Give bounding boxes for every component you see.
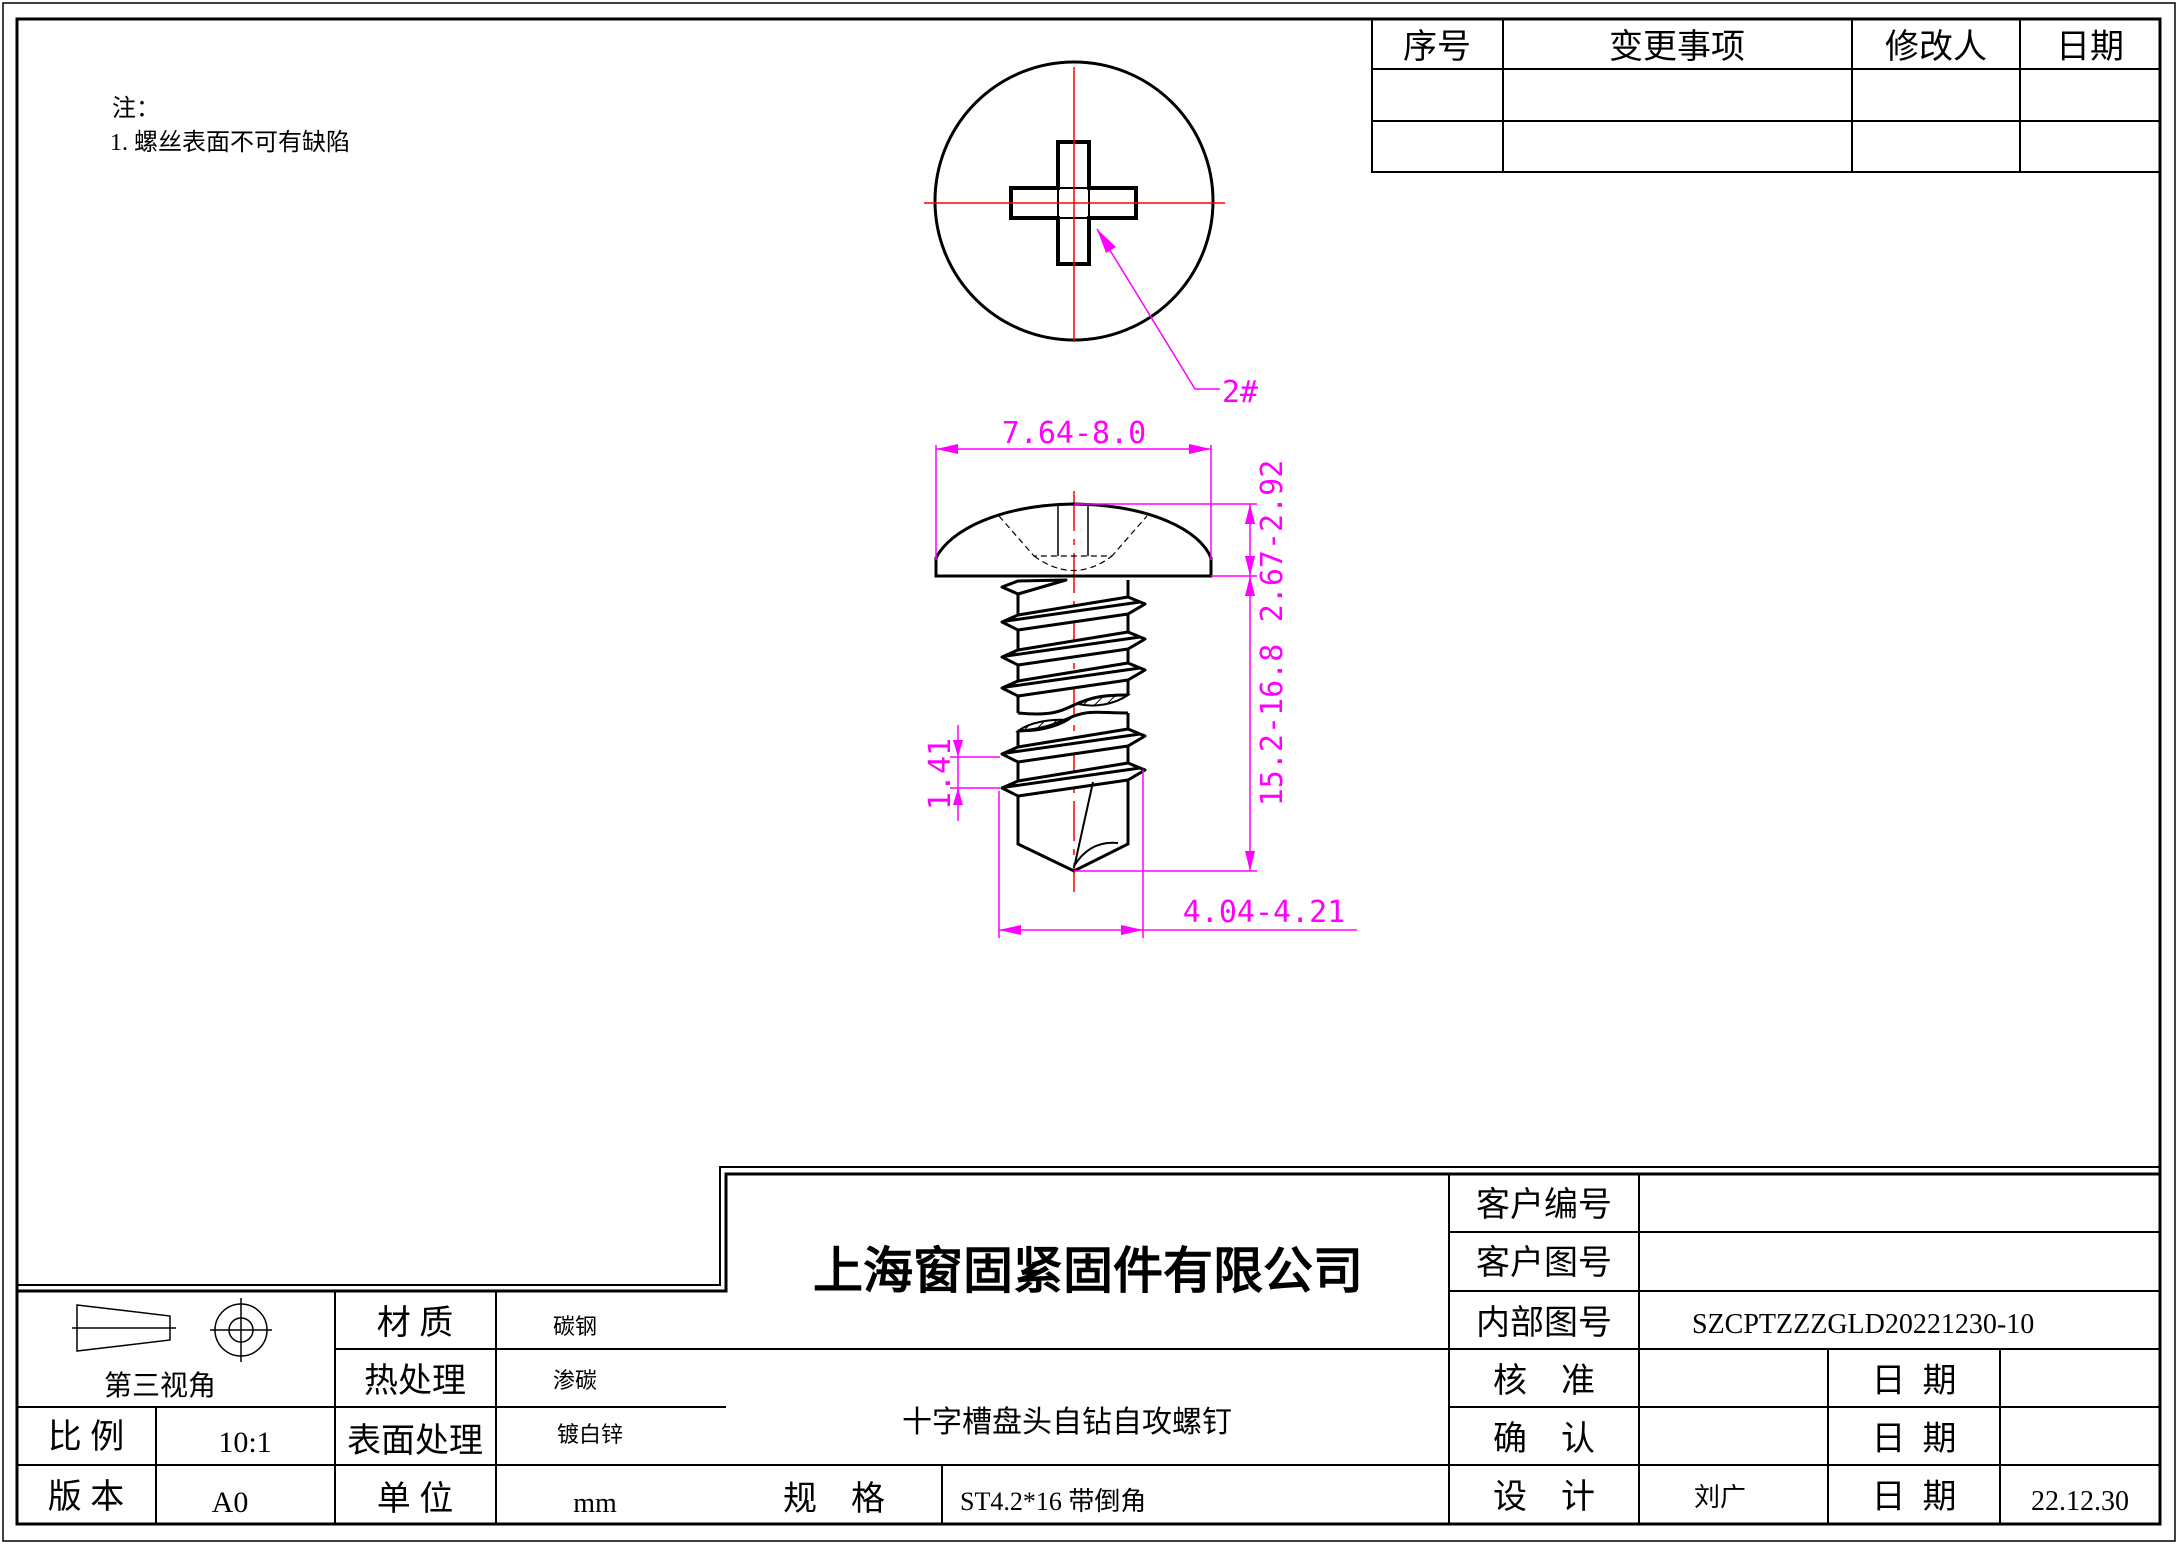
- scale-label: 比 例: [48, 1419, 125, 1456]
- svg-text:4.04-4.21: 4.04-4.21: [1183, 895, 1346, 930]
- thread-crest: [1000, 761, 1147, 798]
- design-date-label: 日 期: [1872, 1479, 1957, 1516]
- thread-crest: [1000, 661, 1147, 698]
- approve-label: 核 准: [1493, 1362, 1595, 1400]
- note-item: 1. 螺丝表面不可有缺陷: [110, 129, 350, 156]
- design-label: 设 计: [1493, 1479, 1595, 1516]
- spec-label: 规 格: [783, 1480, 885, 1518]
- spec-value: ST4.2*16 带倒角: [960, 1487, 1146, 1516]
- third-angle-projection-icon: [72, 1298, 272, 1362]
- unit-label: 单 位: [377, 1480, 454, 1518]
- customer-drawing-label: 客户图号: [1476, 1244, 1612, 1282]
- dim-thread-diameter: 4.04-4.21: [998, 770, 1357, 938]
- revision-table: 序号 变更事项 修改人 日期: [1371, 19, 2160, 173]
- material-label: 材 质: [377, 1304, 454, 1342]
- rev-header-no: 序号: [1403, 28, 1471, 66]
- thread-crest: [1000, 630, 1147, 667]
- heat-treatment-value: 渗碳: [553, 1368, 597, 1393]
- confirm-label: 确 认: [1493, 1420, 1595, 1458]
- version-label: 版 本: [48, 1478, 125, 1516]
- svg-text:15.2-16.8: 15.2-16.8: [1255, 644, 1290, 807]
- product-name: 十字槽盘头自钻自攻螺钉: [902, 1406, 1232, 1439]
- svg-text:1.41: 1.41: [923, 738, 958, 810]
- dim-head-diameter: 7.64-8.0: [935, 416, 1212, 560]
- confirm-date-label: 日 期: [1872, 1421, 1957, 1458]
- svg-text:2.67-2.92: 2.67-2.92: [1255, 460, 1290, 623]
- approve-date-label: 日 期: [1872, 1363, 1957, 1400]
- surface-value: 镀白锌: [557, 1422, 623, 1447]
- design-date-value: 22.12.30: [2031, 1486, 2129, 1517]
- dim-head-height-length: 2.67-2.92 15.2-16.8: [1074, 460, 1290, 872]
- side-view: [934, 491, 1213, 892]
- rev-header-change: 变更事项: [1609, 28, 1745, 66]
- drive-size-label: 2#: [1222, 375, 1258, 410]
- customer-no-label: 客户编号: [1476, 1186, 1612, 1224]
- rev-header-date: 日期: [2056, 29, 2124, 66]
- inner-frame: [15, 17, 2162, 1526]
- unit-value: mm: [573, 1488, 617, 1519]
- dim-pitch: 1.41: [923, 725, 1000, 821]
- rev-header-modifier: 修改人: [1885, 28, 1987, 66]
- svg-text:7.64-8.0: 7.64-8.0: [1002, 416, 1147, 451]
- title-block: 第三视角 材 质 碳钢 热处理 渗碳 比 例 10:1 表面处理 镀白锌 版 本…: [17, 1166, 2160, 1524]
- projection-label: 第三视角: [104, 1370, 216, 1402]
- material-value: 碳钢: [553, 1314, 597, 1339]
- heat-treatment-label: 热处理: [364, 1362, 466, 1400]
- internal-drawing-value: SZCPTZZZGLD20221230-10: [1692, 1309, 2034, 1340]
- scale-value: 10:1: [218, 1426, 271, 1459]
- top-view: 2#: [924, 60, 1258, 410]
- thread-crest: [1000, 727, 1147, 764]
- internal-drawing-label: 内部图号: [1476, 1304, 1612, 1342]
- designer-value: 刘广: [1694, 1483, 1746, 1512]
- version-value: A0: [212, 1486, 249, 1519]
- surface-label: 表面处理: [347, 1422, 483, 1460]
- thread-crest: [1000, 595, 1147, 632]
- company-name: 上海窗固紧固件有限公司: [813, 1243, 1363, 1299]
- notes-title: 注：: [112, 95, 160, 122]
